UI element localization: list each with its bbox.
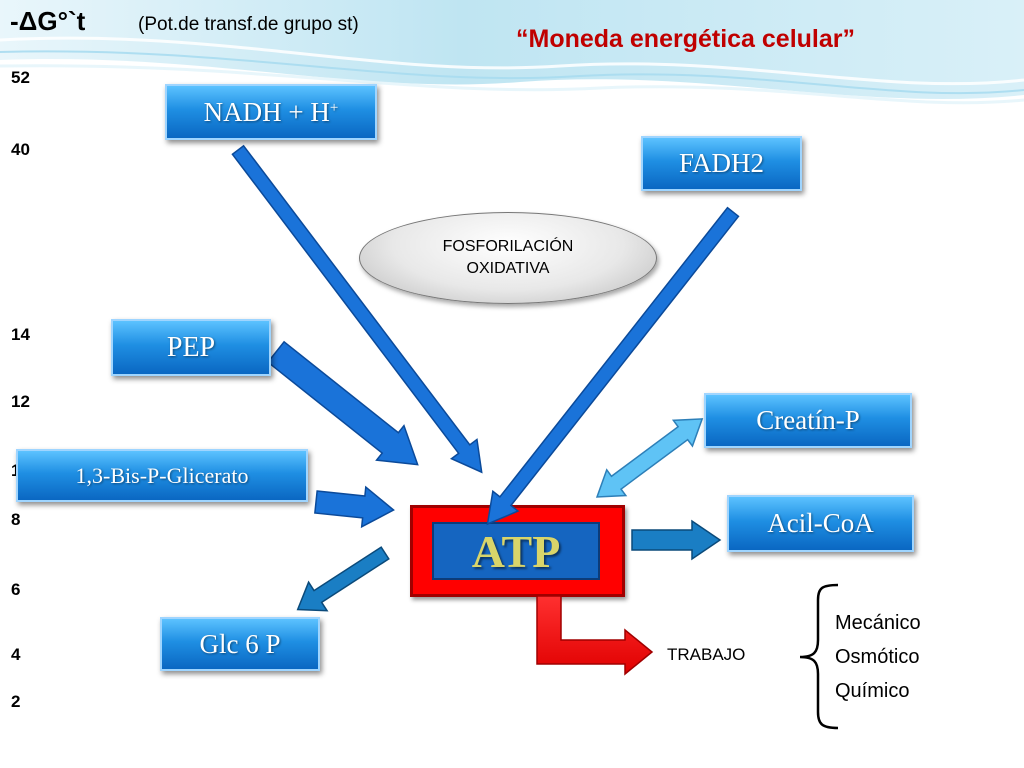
scale-tick: 12 — [11, 392, 30, 411]
arrow-atp-to-trabajo — [536, 595, 654, 676]
glc6p-label: Glc 6 P — [199, 628, 281, 659]
creatin-p-node: Creatín-P — [704, 393, 912, 448]
fadh2-node: FADH2 — [641, 136, 802, 191]
arrow-atp-to-acilcoa — [631, 519, 722, 561]
ellipse-line-1: FOSFORILACIÓN — [442, 238, 574, 255]
atp-label: ATP — [471, 525, 561, 577]
fadh2-label: FADH2 — [678, 148, 764, 178]
glc6p-node: Glc 6 P — [160, 617, 320, 671]
atp-node: ATP — [432, 522, 600, 580]
nadh-node: NADH + H+ — [165, 84, 377, 140]
creatin-label: Creatín-P — [756, 405, 860, 435]
oxidative-phosphorylation-node: FOSFORILACIÓN OXIDATIVA — [359, 212, 657, 304]
scale-tick: 4 — [11, 645, 21, 664]
nadh-superscript: + — [329, 99, 339, 116]
scale-tick: 2 — [11, 692, 21, 711]
trabajo-label: TRABAJO — [667, 645, 746, 664]
arrow-pep-to-atp — [266, 340, 419, 466]
arrow-atp-creatin-double — [595, 418, 704, 498]
pep-node: PEP — [111, 319, 271, 376]
scale-tick: 40 — [11, 140, 30, 159]
work-type-item: Mecánico — [835, 612, 921, 634]
pep-label: PEP — [166, 331, 216, 363]
acil-coa-node: Acil-CoA — [727, 495, 914, 552]
scale-tick: 8 — [11, 510, 21, 529]
nadh-label: NADH + H — [203, 96, 330, 127]
scale-tick: 14 — [11, 325, 30, 344]
arrow-bisp-to-atp — [314, 485, 395, 529]
arrow-fadh2-to-atp — [486, 206, 740, 526]
bisp-label: 1,3-Bis-P-Glicerato — [75, 462, 249, 488]
acilcoa-label: Acil-CoA — [767, 508, 874, 538]
work-type-item: Químico — [835, 680, 910, 702]
arrow-atp-to-glc6p — [296, 546, 390, 612]
work-type-item: Osmótico — [835, 646, 920, 668]
arrow-nadh-to-atp — [231, 144, 483, 474]
ellipse-line-2: OXIDATIVA — [466, 260, 550, 277]
brace-icon — [799, 583, 839, 730]
page-title: “Moneda energética celular” — [516, 25, 856, 53]
energy-axis-label: -ΔG°`t — [10, 6, 86, 36]
bisp-glicerato-node: 1,3-Bis-P-Glicerato — [16, 449, 308, 502]
subtitle: (Pot.de transf.de grupo st) — [138, 14, 359, 35]
scale-tick: 6 — [11, 580, 21, 599]
scale-tick: 52 — [11, 68, 30, 87]
